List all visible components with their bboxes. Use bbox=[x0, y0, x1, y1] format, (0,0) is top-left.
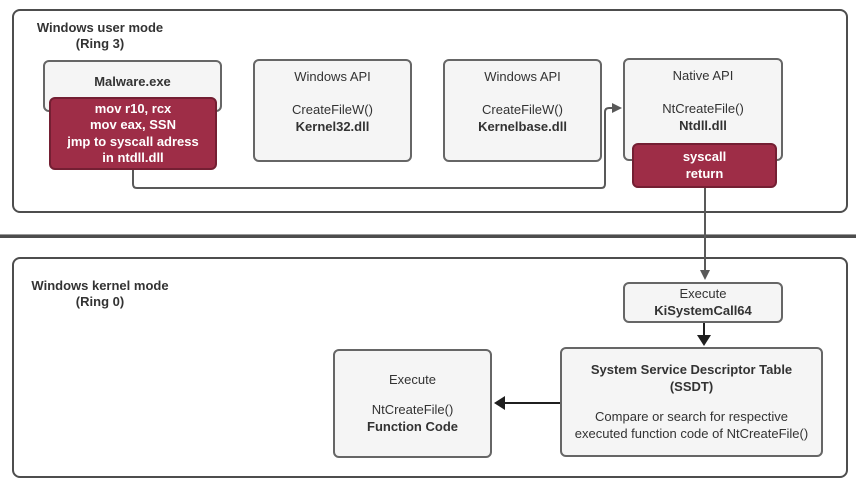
node-winapi-kernel32: Windows API CreateFileW() Kernel32.dll bbox=[253, 59, 412, 162]
native-api-title: Native API bbox=[672, 68, 734, 83]
spacer bbox=[335, 388, 490, 402]
spacer bbox=[562, 395, 821, 409]
syscall-line: return bbox=[685, 165, 724, 181]
user-mode-label-line1: Windows user mode bbox=[36, 20, 164, 35]
kernel-mode-label: Windows kernel mode (Ring 0) bbox=[28, 278, 172, 310]
native-api-lib: Ntdll.dll bbox=[679, 117, 727, 133]
winapi-kernelbase-func: CreateFileW() bbox=[482, 102, 563, 117]
malware-code-line: in ntdll.dll bbox=[102, 150, 164, 165]
spacer bbox=[255, 86, 410, 103]
ssdt-desc-line2: executed function code of NtCreateFile() bbox=[574, 425, 809, 441]
kisystemcall-line2: KiSystemCall64 bbox=[654, 302, 752, 318]
ssdt-title-line1: System Service Descriptor Table bbox=[590, 362, 793, 377]
spacer bbox=[625, 85, 781, 102]
execute-func-line2: NtCreateFile() bbox=[371, 402, 454, 418]
node-winapi-kernelbase: Windows API CreateFileW() Kernelbase.dll bbox=[443, 59, 602, 162]
user-mode-label-line2: (Ring 3) bbox=[75, 36, 125, 51]
ring-divider bbox=[0, 234, 856, 238]
kisystemcall-line1: Execute bbox=[679, 286, 727, 301]
kernel-mode-label-line2: (Ring 0) bbox=[75, 294, 125, 309]
syscall-line: syscall bbox=[682, 149, 727, 164]
native-api-func: NtCreateFile() bbox=[662, 101, 744, 116]
winapi-kernelbase-title: Windows API bbox=[484, 69, 561, 84]
malware-code-line: jmp to syscall adress bbox=[67, 133, 199, 149]
node-malware-code: mov r10, rcx mov eax, SSN jmp to syscall… bbox=[49, 97, 217, 170]
node-syscall-return: syscall return bbox=[632, 143, 777, 188]
node-kisystemcall: Execute KiSystemCall64 bbox=[623, 282, 783, 323]
winapi-kernelbase-lib: Kernelbase.dll bbox=[478, 118, 567, 134]
spacer bbox=[445, 86, 600, 103]
node-ssdt: System Service Descriptor Table (SSDT) C… bbox=[560, 347, 823, 457]
execute-func-line3: Function Code bbox=[367, 418, 458, 434]
ssdt-desc-line1: Compare or search for respective bbox=[595, 409, 788, 424]
winapi-kernel32-lib: Kernel32.dll bbox=[295, 118, 370, 134]
node-execute-func: Execute NtCreateFile() Function Code bbox=[333, 349, 492, 458]
kernel-mode-label-line1: Windows kernel mode bbox=[31, 278, 169, 293]
malware-code-line: mov eax, SSN bbox=[90, 117, 176, 132]
malware-code-line: mov r10, rcx bbox=[94, 100, 172, 116]
user-mode-label: Windows user mode (Ring 3) bbox=[28, 20, 172, 52]
execute-func-line1: Execute bbox=[389, 371, 436, 387]
ssdt-title-line2: (SSDT) bbox=[669, 378, 714, 394]
malware-title: Malware.exe bbox=[94, 74, 171, 89]
winapi-kernel32-title: Windows API bbox=[294, 69, 371, 84]
winapi-kernel32-func: CreateFileW() bbox=[292, 102, 373, 117]
